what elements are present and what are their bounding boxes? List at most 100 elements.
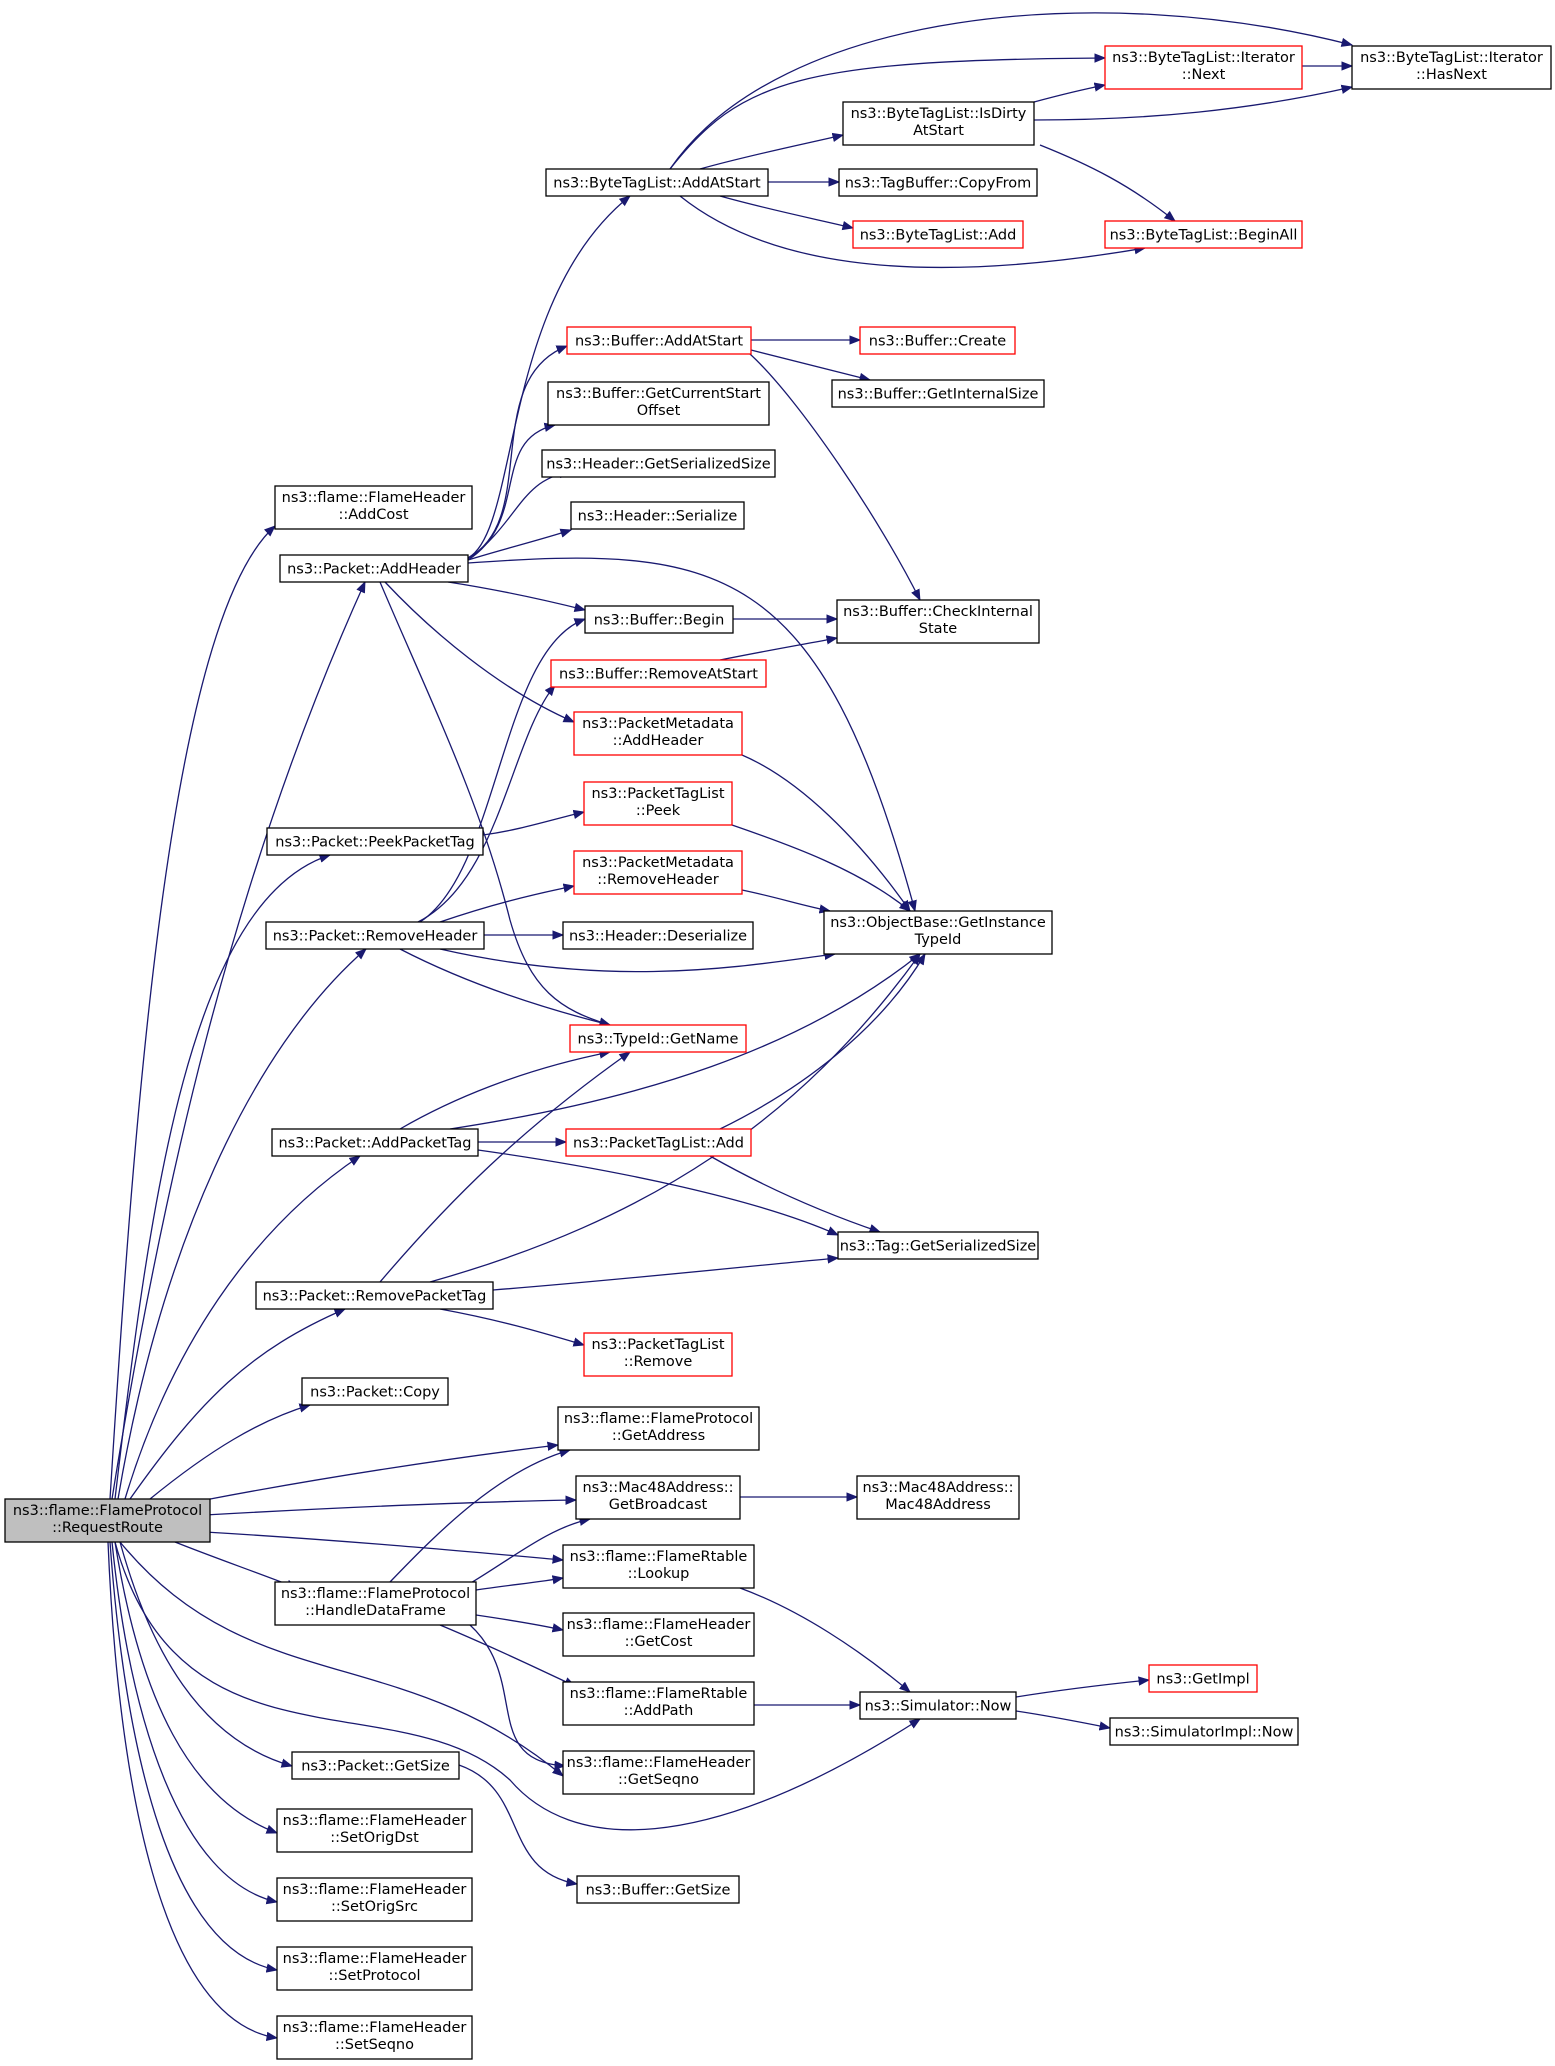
node-label: State [919, 621, 957, 637]
node-label: ns3::Mac48Address:: [862, 1480, 1013, 1496]
node-addheader[interactable]: ns3::Packet::AddHeader [279, 554, 469, 583]
node-simimpl-now[interactable]: ns3::SimulatorImpl::Now [1109, 1717, 1299, 1746]
node-box [547, 381, 770, 426]
edges [107, 12, 1354, 2042]
node-getsize[interactable]: ns3::Packet::GetSize [291, 1751, 460, 1780]
node-label: ns3::flame::FlameRtable [570, 1686, 748, 1702]
edge-btl_addatstart-to-btl_iter_next [669, 53, 1107, 170]
node-tag-getser[interactable]: ns3::Tag::GetSerializedSize [837, 1231, 1039, 1260]
node-buf-getsize[interactable]: ns3::Buffer::GetSize [576, 1875, 740, 1904]
node-buf-getinternal[interactable]: ns3::Buffer::GetInternalSize [831, 379, 1045, 408]
node-copy[interactable]: ns3::Packet::Copy [301, 1377, 449, 1406]
node-box [276, 2015, 473, 2060]
node-label: ::RequestRoute [52, 1520, 163, 1536]
edge-addheader-to-hdr_serialize [467, 528, 573, 561]
nodes: ns3::flame::FlameProtocol::RequestRouten… [4, 45, 1552, 2060]
edge-root-to-addheader [111, 580, 366, 1500]
node-peektag[interactable]: ns3::Packet::PeekPacketTag [266, 827, 484, 856]
node-btl-add[interactable]: ns3::ByteTagList::Add [852, 220, 1024, 249]
node-label: ::SetOrigSrc [331, 1899, 418, 1915]
edge-removeheader-to-ob_getinstance [439, 948, 837, 973]
node-label: ::AddPath [624, 1703, 694, 1719]
node-box [573, 850, 743, 895]
node-box [573, 711, 743, 756]
node-frt-addpath[interactable]: ns3::flame::FlameRtable::AddPath [562, 1681, 755, 1726]
node-setprotocol[interactable]: ns3::flame::FlameHeader::SetProtocol [276, 1946, 473, 1991]
node-box [1351, 45, 1552, 90]
edge-handledata-to-fh_getseqno [469, 1624, 567, 1770]
node-label: ::Lookup [628, 1566, 690, 1582]
node-ptl-add[interactable]: ns3::PacketTagList::Add [565, 1128, 752, 1157]
node-btl-iter-next[interactable]: ns3::ByteTagList::Iterator::Next [1104, 45, 1303, 90]
edge-pm_removeheader-to-ob_getinstance [741, 889, 832, 914]
edge-frt_lookup-to-sim_now [739, 1587, 911, 1693]
node-addcost[interactable]: ns3::flame::FlameHeader::AddCost [274, 485, 473, 530]
edge-root-to-setprotocol [109, 1541, 279, 1973]
node-box [859, 1691, 1017, 1720]
node-removeheader[interactable]: ns3::Packet::RemoveHeader [265, 921, 485, 950]
edge-root-to-setorigdst [114, 1541, 279, 1834]
edge-ptl_add-to-tag_getser [709, 1155, 882, 1234]
node-box [565, 1128, 752, 1157]
node-box [831, 379, 1045, 408]
node-fp-getaddress[interactable]: ns3::flame::FlameProtocol::GetAddress [557, 1406, 760, 1451]
node-box [852, 220, 1024, 249]
node-label: ::Peek [636, 803, 681, 819]
node-mac-getbroadcast[interactable]: ns3::Mac48Address::GetBroadcast [575, 1475, 741, 1520]
edge-sim_now-to-simimpl_now [1015, 1710, 1112, 1731]
node-buf-removeatstart[interactable]: ns3::Buffer::RemoveAtStart [550, 659, 767, 688]
node-tagbuf-copyfrom[interactable]: ns3::TagBuffer::CopyFrom [838, 168, 1038, 197]
node-setseqno[interactable]: ns3::flame::FlameHeader::SetSeqno [276, 2015, 473, 2060]
node-ptl-remove[interactable]: ns3::PacketTagList::Remove [583, 1332, 733, 1377]
node-box [265, 921, 485, 950]
edge-addheader-to-pm_addheader [384, 581, 576, 723]
node-mac-ctor[interactable]: ns3::Mac48Address::Mac48Address [856, 1475, 1020, 1520]
node-box [562, 1681, 755, 1726]
node-btl-beginall[interactable]: ns3::ByteTagList::BeginAll [1104, 220, 1303, 249]
edge-btl_addatstart-to-btl_beginall [679, 195, 1147, 269]
node-addpackettag[interactable]: ns3::Packet::AddPacketTag [271, 1128, 479, 1157]
edge-removeheader-to-pm_removeheader [439, 883, 576, 923]
node-fh-getcost[interactable]: ns3::flame::FlameHeader::GetCost [562, 1612, 755, 1657]
node-buf-begin[interactable]: ns3::Buffer::Begin [584, 605, 734, 634]
node-sim-now[interactable]: ns3::Simulator::Now [859, 1691, 1017, 1720]
node-hdr-deserialize[interactable]: ns3::Header::Deserialize [562, 921, 754, 950]
node-removepackettag[interactable]: ns3::Packet::RemovePacketTag [255, 1281, 494, 1310]
node-label: ns3::flame::FlameProtocol [281, 1586, 470, 1602]
edge-sim_now-to-getimpl [1015, 1676, 1151, 1698]
node-typeid-getname[interactable]: ns3::TypeId::GetName [569, 1024, 747, 1053]
node-pm-removeheader[interactable]: ns3::PacketMetadata::RemoveHeader [573, 850, 743, 895]
node-label: ::HasNext [1416, 67, 1487, 83]
edge-ptl_add-to-ob_getinstance [719, 952, 926, 1130]
node-hdr-serialize[interactable]: ns3::Header::Serialize [570, 501, 745, 530]
edge-addheader-to-typeid_getname [379, 581, 612, 1027]
node-frt-lookup[interactable]: ns3::flame::FlameRtable::Lookup [562, 1544, 755, 1589]
node-label: ns3::Buffer::GetSize [586, 1883, 731, 1899]
node-buf-addatstart[interactable]: ns3::Buffer::AddAtStart [566, 326, 752, 355]
node-label: ::SetOrigDst [330, 1830, 419, 1846]
node-setorigsrc[interactable]: ns3::flame::FlameHeader::SetOrigSrc [276, 1877, 473, 1922]
edge-root-to-mac_getbroadcast [204, 1495, 578, 1516]
node-fh-getseqno[interactable]: ns3::flame::FlameHeader::GetSeqno [562, 1750, 755, 1795]
edge-root-to-addpackettag [124, 1155, 361, 1500]
edge-root-to-copy [149, 1403, 312, 1500]
node-ptl-peek[interactable]: ns3::PacketTagList::Peek [583, 781, 733, 826]
node-root[interactable]: ns3::flame::FlameProtocol::RequestRoute [4, 1498, 211, 1543]
node-setorigdst[interactable]: ns3::flame::FlameHeader::SetOrigDst [276, 1808, 473, 1853]
node-getimpl[interactable]: ns3::GetImpl [1148, 1664, 1258, 1693]
node-buf-create[interactable]: ns3::Buffer::Create [859, 326, 1016, 355]
node-label: ns3::flame::FlameHeader [283, 1882, 467, 1898]
node-label: ns3::flame::FlameHeader [282, 490, 466, 506]
node-label: ns3::ByteTagList::AddAtStart [553, 176, 761, 192]
node-handledata[interactable]: ns3::flame::FlameProtocol::HandleDataFra… [274, 1581, 477, 1626]
node-box [838, 168, 1038, 197]
node-btl-iter-hasnext[interactable]: ns3::ByteTagList::Iterator::HasNext [1351, 45, 1552, 90]
node-hdr-getser[interactable]: ns3::Header::GetSerializedSize [541, 449, 776, 478]
edge-root-to-setorigsrc [111, 1541, 279, 1905]
node-btl-addatstart[interactable]: ns3::ByteTagList::AddAtStart [545, 168, 769, 197]
node-pm-addheader[interactable]: ns3::PacketMetadata::AddHeader [573, 711, 743, 756]
